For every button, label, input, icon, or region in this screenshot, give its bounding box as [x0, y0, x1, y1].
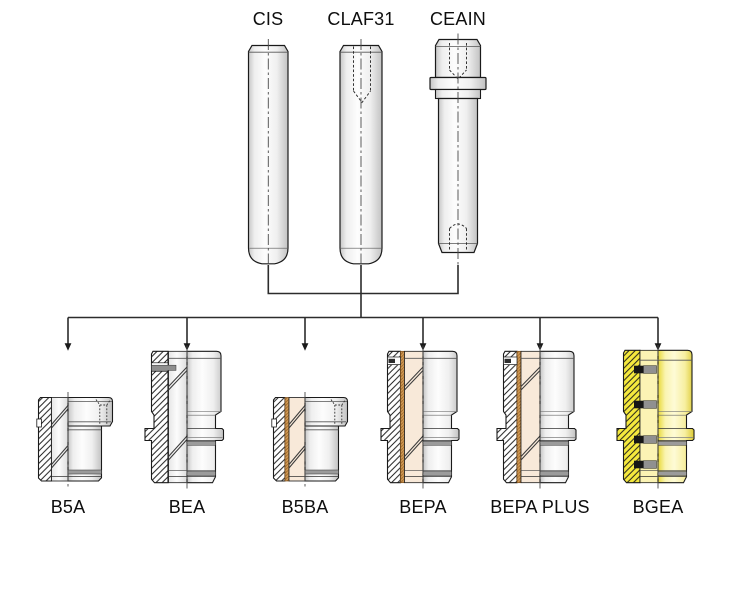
connector-tree	[67, 265, 659, 344]
bushing-b5ba-illustration	[271, 392, 349, 488]
bushing-label-bgea: BGEA	[633, 497, 684, 517]
b5ba-section-hatch	[272, 396, 286, 482]
bepa-body	[422, 350, 460, 484]
bushing-bepa-plus-illustration	[496, 345, 577, 489]
bea-retaining-ring	[151, 364, 177, 371]
bushing-label-b5ba: B5BA	[282, 497, 329, 517]
bushing-label-bepa: BEPA	[399, 497, 447, 517]
bea-body	[186, 350, 225, 484]
bepa-plus-body	[539, 350, 577, 484]
bepa-section-hatch	[380, 350, 402, 484]
bushing-label-bepa-plus: BEPA PLUS	[490, 497, 590, 517]
bgea-body	[657, 349, 695, 484]
arrow-down-icon	[64, 343, 72, 351]
b5ba-bore	[288, 397, 306, 482]
pin-label-ceain: CEAIN	[430, 9, 486, 29]
pin-label-claf31: CLAF31	[327, 9, 394, 29]
bea-bore	[168, 350, 188, 484]
pin-label-cis: CIS	[253, 9, 284, 29]
b5a-bore	[51, 397, 69, 482]
claf31-thread-dashed	[353, 46, 371, 104]
pin-cis-illustration	[247, 39, 289, 281]
bushing-label-b5a: B5A	[51, 497, 86, 517]
bushing-bepa-illustration	[380, 345, 460, 489]
pin-ceain-illustration	[429, 33, 487, 272]
bepa-bore	[404, 350, 424, 484]
bushing-b5a-illustration	[36, 392, 114, 488]
b5ba-screwhole-dashed	[330, 399, 346, 425]
branch-stems	[67, 317, 659, 344]
bepa-plus-ring-mark	[504, 358, 511, 363]
bushing-label-bea: BEA	[169, 497, 206, 517]
b5a-screwhole-dashed	[95, 399, 111, 425]
bepa-plus-section-hatch	[496, 350, 518, 484]
arrow-down-icon	[301, 343, 309, 351]
bushing-bgea-illustration	[616, 345, 695, 489]
bushing-bea-illustration	[144, 345, 225, 489]
bepa-plus-bore	[520, 350, 541, 484]
bepa-ring-mark	[388, 358, 395, 363]
b5ba-head	[304, 396, 349, 427]
branch-arrowheads	[64, 343, 662, 351]
b5ba-groove-notch	[271, 418, 277, 428]
ceain-top-thread-dashed	[449, 43, 467, 80]
top-bracket-line	[267, 265, 459, 295]
bea-section-hatch	[144, 350, 169, 484]
bgea-graphite-plugs	[634, 365, 657, 469]
pin-claf31-illustration	[339, 39, 383, 281]
b5a-groove-notch	[36, 418, 42, 428]
b5a-section-hatch	[37, 396, 53, 482]
